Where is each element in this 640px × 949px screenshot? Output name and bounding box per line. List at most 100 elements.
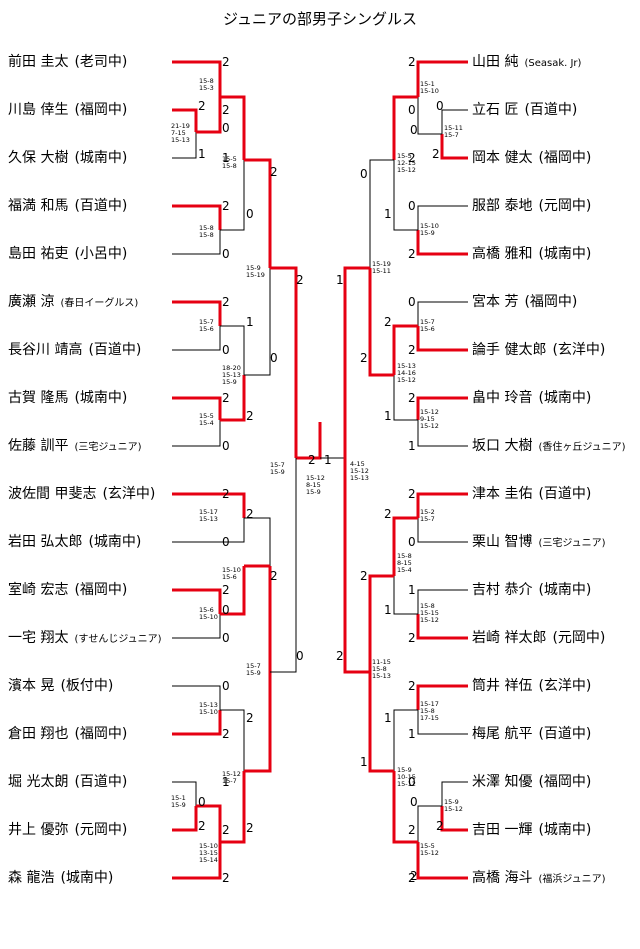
- player-school: (福岡中): [74, 726, 128, 742]
- left-r1-score-14: 0: [222, 679, 230, 693]
- player-name: 津本 圭佑: [472, 486, 533, 502]
- left-later-score-1: 0: [222, 121, 230, 135]
- player-name: 宮本 芳: [472, 294, 519, 310]
- left-player-8: 古賀 隆馬 (城南中): [8, 390, 127, 406]
- left-r1-score-2: 2: [222, 103, 230, 117]
- page-title: ジュニアの部男子シングルス: [223, 10, 417, 28]
- right-later-score-16: 0: [410, 795, 418, 809]
- player-school: (春日イーグルス): [60, 298, 139, 309]
- left-r1-score-8: 2: [222, 391, 230, 405]
- left-player-16: 堀 光太朗(百道中): [8, 774, 127, 790]
- right-later-score-1: 0: [436, 99, 444, 113]
- right-r1-score-5: 2: [408, 247, 416, 261]
- player-school: (福岡中): [74, 582, 128, 598]
- right-player-10: 津本 圭佑 (百道中): [472, 486, 591, 502]
- right-bracket: [343, 60, 468, 880]
- right-later-score-14: 1: [384, 711, 392, 725]
- left-r1-score-7: 0: [222, 343, 230, 357]
- player-school: (玄洋中): [538, 678, 592, 694]
- right-later-score-18: 2: [410, 869, 418, 883]
- right-r1-score-12: 1: [408, 583, 416, 597]
- left-later-score-4: 0: [246, 207, 254, 221]
- right-player-7: 論手 健太郎(玄洋中): [472, 342, 605, 358]
- player-school: (城南中): [74, 390, 128, 406]
- player-name: 古賀 隆馬: [8, 390, 69, 406]
- right-player-11: 栗山 智博(三宅ジュニア): [472, 534, 606, 552]
- player-school: (福岡中): [538, 774, 592, 790]
- player-name: 佐藤 訓平: [8, 438, 69, 454]
- left-r1-score-3: 1: [222, 151, 230, 165]
- left-player-15: 倉田 翔也(福岡中): [8, 726, 127, 742]
- right-r1-score-1: 2: [408, 55, 416, 69]
- player-name: 立石 匠: [472, 102, 519, 118]
- right-player-12: 吉村 恭介 (城南中): [472, 582, 591, 598]
- right-player-16: 米澤 知優 (福岡中): [472, 774, 591, 790]
- player-name: 久保 大樹: [8, 150, 69, 166]
- right-later-score-7: 1: [384, 409, 392, 423]
- player-school: (百道中): [524, 102, 578, 118]
- player-name: 梅尾 航平: [472, 726, 533, 742]
- player-name: 川島 倖生: [8, 102, 69, 118]
- right-later-score-5: 0: [360, 167, 368, 181]
- left-player-5: 島田 祐吏 (小呂中): [8, 246, 127, 262]
- player-school: (城南中): [538, 822, 592, 838]
- player-name: 吉村 恭介: [472, 582, 533, 598]
- right-player-18: 高橋 海斗(福浜ジュニア): [472, 870, 606, 888]
- left-later-score-7: 0: [270, 351, 278, 365]
- right-r1-score-18: 2: [408, 871, 416, 885]
- player-name: 室崎 宏志: [8, 582, 69, 598]
- left-later-score-5: 2: [270, 165, 278, 179]
- right-player-1: 山田 純(Seasak. Jr): [472, 54, 581, 72]
- player-school: (香住ヶ丘ジュニア): [538, 442, 626, 453]
- left-player-9: 佐藤 訓平(三宅ジュニア): [8, 438, 142, 456]
- right-r1-score-10: 2: [408, 487, 416, 501]
- left-r1-score-13: 0: [222, 631, 230, 645]
- left-player-2: 川島 倖生(福岡中): [8, 102, 127, 118]
- player-school: (城南中): [538, 582, 592, 598]
- player-school: (福岡中): [538, 150, 592, 166]
- player-name: 岩田 弘太郎: [8, 534, 83, 550]
- player-name: 廣瀬 涼: [8, 294, 55, 310]
- left-player-18: 森 龍浩(城南中): [8, 870, 113, 886]
- left-player-1: 前田 圭太(老司中): [8, 54, 127, 70]
- left-r1-score-6: 2: [222, 295, 230, 309]
- left-r1-score-10: 2: [222, 487, 230, 501]
- player-school: (福浜ジュニア): [538, 874, 606, 885]
- player-name: 服部 泰地: [472, 198, 533, 214]
- right-r1-score-4: 0: [408, 199, 416, 213]
- left-later-score-14: 2: [246, 711, 254, 725]
- right-player-17: 吉田 一輝(城南中): [472, 822, 591, 838]
- right-r1-score-9: 1: [408, 439, 416, 453]
- player-name: 長谷川 靖高: [8, 342, 83, 358]
- right-player-3: 岡本 健太(福岡中): [472, 150, 591, 166]
- player-name: 畠中 玲音: [472, 390, 533, 406]
- left-later-score-10: 2: [246, 507, 254, 521]
- player-name: 米澤 知優: [472, 774, 533, 790]
- left-player-6: 廣瀬 涼 (春日イーグルス): [8, 294, 138, 312]
- player-name: 一宅 翔太: [8, 630, 69, 646]
- right-later-score-12: 2: [360, 569, 368, 583]
- right-player-15: 梅尾 航平(百道中): [472, 726, 591, 742]
- player-school: (百道中): [538, 486, 592, 502]
- player-school: (小呂中): [74, 246, 128, 262]
- player-school: (百道中): [88, 342, 142, 358]
- player-school: (元岡中): [538, 198, 592, 214]
- player-name: 島田 祐吏: [8, 246, 69, 262]
- left-later-score-12: 2: [270, 569, 278, 583]
